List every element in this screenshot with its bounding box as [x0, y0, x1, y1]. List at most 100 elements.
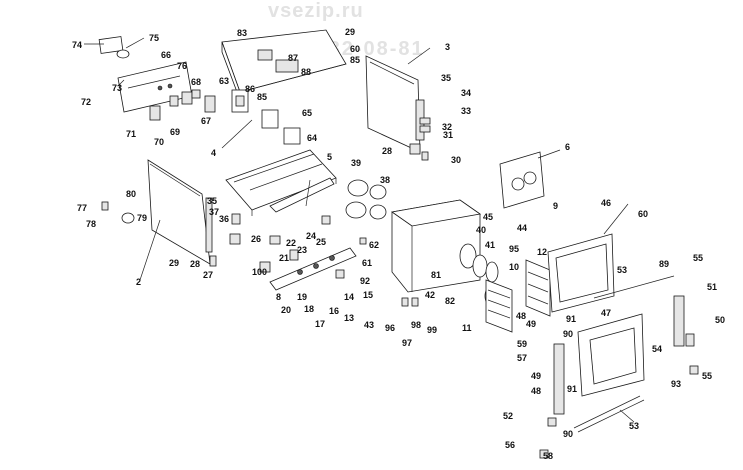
part-number-label: 58 — [543, 451, 554, 461]
part-number-label: 38 — [380, 175, 391, 185]
part-number-label: 78 — [86, 219, 97, 229]
part-number-label: 11 — [462, 323, 472, 333]
part-number-label: 42 — [425, 290, 436, 300]
part-number-label: 18 — [304, 304, 315, 314]
part-number-label: 55 — [693, 253, 704, 263]
part-number-label: 30 — [451, 155, 462, 165]
part-number-label: 14 — [344, 292, 355, 302]
part-number-label: 5 — [327, 152, 333, 162]
left-side-panel — [101, 159, 217, 267]
part-number-label: 22 — [286, 238, 297, 248]
part-number-label: 35 — [441, 73, 452, 83]
part-number-label: 85 — [350, 55, 361, 65]
part-number-label: 45 — [483, 212, 494, 222]
part-number-label: 99 — [427, 325, 438, 335]
part-number-label: 8 — [276, 292, 282, 302]
part-number-label: 52 — [503, 411, 514, 421]
part-number-label: 47 — [601, 308, 612, 318]
watermark-site: vsezip.ru — [268, 0, 364, 22]
part-number-label: 46 — [601, 198, 612, 208]
part-number-label: 25 — [316, 237, 327, 247]
fan-cover — [499, 151, 545, 209]
part-number-label: 76 — [177, 61, 188, 71]
part-number-label: 83 — [237, 28, 248, 38]
part-number-label: 60 — [638, 209, 649, 219]
part-number-label: 49 — [526, 319, 537, 329]
part-number-label: 10 — [509, 262, 520, 272]
part-number-label: 87 — [288, 53, 299, 63]
part-number-label: 9 — [553, 201, 559, 211]
part-number-label: 19 — [297, 292, 308, 302]
part-number-label: 96 — [385, 323, 396, 333]
part-number-label: 59 — [517, 339, 528, 349]
part-number-label: 100 — [252, 267, 268, 277]
part-number-label: 24 — [306, 231, 317, 241]
part-number-label: 53 — [629, 421, 640, 431]
part-number-label: 48 — [516, 311, 527, 321]
part-number-label: 26 — [251, 234, 262, 244]
part-number-label: 63 — [219, 76, 230, 86]
control-panel-assembly — [98, 36, 216, 121]
part-number-label: 92 — [360, 276, 371, 286]
part-number-label: 77 — [77, 203, 88, 213]
leader-lines — [84, 37, 635, 423]
part-number-label: 17 — [315, 319, 326, 329]
part-number-label: 91 — [566, 314, 577, 324]
part-number-label: 4 — [211, 148, 217, 158]
part-number-label: 37 — [209, 207, 220, 217]
part-number-label: 40 — [476, 225, 487, 235]
top-panel — [221, 29, 347, 101]
part-number-label: 54 — [652, 344, 663, 354]
part-number-label: 93 — [671, 379, 682, 389]
part-number-label: 85 — [257, 92, 268, 102]
part-number-label: 6 — [565, 142, 571, 152]
part-number-label: 97 — [402, 338, 413, 348]
part-number-label: 75 — [149, 33, 160, 43]
part-number-label: 44 — [517, 223, 528, 233]
part-number-label: 57 — [517, 353, 528, 363]
part-number-label: 31 — [443, 130, 454, 140]
part-number-label: 56 — [505, 440, 516, 450]
part-number-label: 71 — [126, 129, 137, 139]
part-number-label: 51 — [707, 282, 718, 292]
part-number-label: 86 — [245, 84, 256, 94]
part-number-label: 74 — [72, 40, 83, 50]
part-number-label: 27 — [203, 270, 214, 280]
part-number-label: 88 — [301, 67, 312, 77]
part-number-label: 23 — [297, 245, 308, 255]
part-number-label: 32 — [442, 122, 453, 132]
part-number-label: 79 — [137, 213, 148, 223]
part-number-label: 48 — [531, 386, 542, 396]
part-number-label: 16 — [329, 306, 340, 316]
part-number-label: 43 — [364, 320, 375, 330]
part-number-label: 69 — [170, 127, 181, 137]
part-number-label: 72 — [81, 97, 92, 107]
part-number-label: 89 — [659, 259, 670, 269]
part-number-label: 60 — [350, 44, 361, 54]
part-number-label: 3 — [445, 42, 451, 52]
part-number-label: 70 — [154, 137, 165, 147]
part-number-label: 15 — [363, 290, 374, 300]
part-number-label: 50 — [715, 315, 726, 325]
part-number-label: 64 — [307, 133, 318, 143]
part-number-label: 95 — [509, 244, 520, 254]
part-number-label: 61 — [362, 258, 373, 268]
bottom-plate — [225, 149, 337, 216]
part-number-label: 2 — [136, 277, 142, 287]
inner-door-glass — [547, 233, 615, 313]
part-number-label: 13 — [344, 313, 355, 323]
part-number-label: 12 — [537, 247, 548, 257]
part-number-label: 73 — [112, 83, 123, 93]
part-number-label: 82 — [445, 296, 456, 306]
part-number-label: 53 — [617, 265, 628, 275]
oven-chamber — [345, 179, 500, 307]
part-number-label: 21 — [279, 253, 290, 263]
part-number-label: 29 — [169, 258, 180, 268]
door-switch-parts — [221, 89, 301, 149]
part-number-label: 55 — [702, 371, 713, 381]
part-number-label: 80 — [126, 189, 137, 199]
part-number-label: 67 — [201, 116, 212, 126]
oven-racks — [485, 259, 551, 333]
part-number-label: 28 — [382, 146, 393, 156]
